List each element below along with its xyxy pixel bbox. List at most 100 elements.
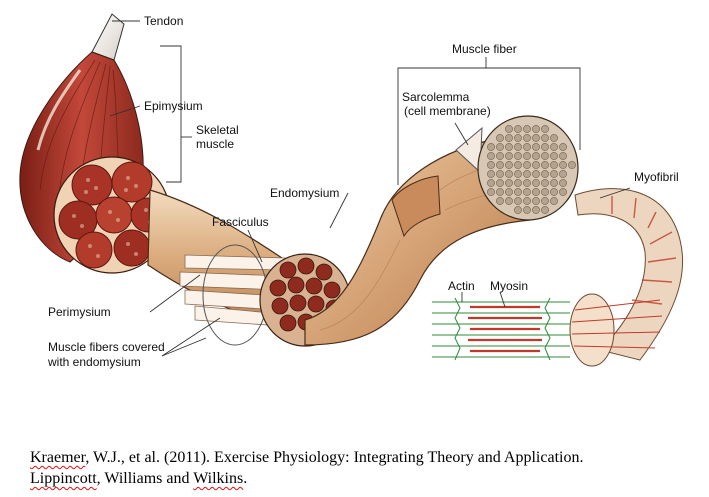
label-myosin: Myosin [490, 279, 528, 293]
myofibril-dot [523, 143, 531, 151]
muscle-fiber [304, 115, 579, 346]
myofibril-dot [550, 143, 558, 151]
myofibril-dot [505, 188, 513, 196]
myofibril-dot [496, 188, 504, 196]
myofibril-bands [611, 196, 677, 305]
leader-lines [109, 20, 631, 357]
myofibril-dot [523, 170, 531, 178]
myofibril-dot [541, 170, 549, 178]
myofibril-dot [550, 188, 558, 196]
myofibril-end [569, 293, 615, 367]
myofibril-dot [523, 125, 531, 133]
myofibril-dot [523, 179, 531, 187]
myofibril-dot [532, 161, 540, 169]
myofibril-dot [541, 125, 549, 133]
fiber-dots [72, 176, 152, 258]
myofibril-dot [532, 188, 540, 196]
citation: Kraemer, W.J., et al. (2011). Exercise P… [30, 447, 690, 489]
skeletal-muscle [19, 13, 171, 274]
label-fasciculus: Fasciculus [212, 215, 269, 229]
myofibril-dot [523, 206, 531, 214]
myosin-filaments [468, 305, 542, 353]
label-skeletal-line2: muscle [196, 137, 234, 151]
myofibril-dot [514, 125, 522, 133]
epimysium-sheath [36, 69, 82, 151]
myofibril-dot [541, 161, 549, 169]
label-perimysium: Perimysium [48, 305, 111, 319]
myofibril-dot [523, 152, 531, 160]
myofibril-dot [496, 179, 504, 187]
myofibril-dot [514, 143, 522, 151]
label-endomysium: Endomysium [270, 186, 339, 200]
z-lines [454, 297, 551, 361]
label-mf-covered-line1: Muscle fibers covered [48, 340, 165, 354]
myofibril-dot [559, 188, 567, 196]
myofibril [569, 188, 684, 367]
myofibril-dot [541, 179, 549, 187]
myofibril-dot [541, 188, 549, 196]
myofibril-dot [487, 152, 495, 160]
muscle-fiber-rods [179, 254, 286, 327]
citation-text-end: . [243, 470, 248, 487]
label-sarcolemma-line1: Sarcolemma [402, 90, 470, 104]
label-myofibril: Myofibril [634, 170, 679, 184]
myofibril-dots [487, 125, 576, 214]
myofibril-dot [487, 179, 495, 187]
endomysium-collar [391, 175, 441, 238]
myofibril-dot [514, 206, 522, 214]
myofibril-dot [514, 170, 522, 178]
label-muscle-fiber: Muscle fiber [452, 42, 517, 56]
myofibril-dot [505, 170, 513, 178]
myofibril-dot [523, 134, 531, 142]
myofibril-dot [559, 143, 567, 151]
myofibril-dot [541, 197, 549, 205]
citation-text-middle: , Williams and [96, 470, 194, 487]
label-epimysium: Epimysium [144, 99, 203, 113]
myofibril-dot [523, 161, 531, 169]
myofibril-dot [559, 179, 567, 187]
myofibril-dot [541, 143, 549, 151]
sarcomere-lattice [432, 297, 570, 361]
myofibril-dot [496, 170, 504, 178]
fascicle-bundles [58, 161, 166, 269]
label-skeletal-line1: Skeletal [196, 123, 239, 137]
myofibril-dot [532, 206, 540, 214]
myofibril-dot [532, 170, 540, 178]
citation-text-line1: , W.J., et al. (2011). Exercise Physiolo… [85, 449, 584, 466]
label-sarcolemma-line2: (cell membrane) [404, 104, 491, 118]
myofibril-dot [505, 152, 513, 160]
myofibril-strand [574, 188, 684, 361]
citation-publisher-2: Wilkins [193, 470, 244, 487]
myofibril-dot [505, 143, 513, 151]
myofibril-dot [514, 188, 522, 196]
myofibril-dot [541, 152, 549, 160]
citation-author: Kraemer [30, 449, 86, 466]
myofibril-dot [550, 134, 558, 142]
myofibril-dot [496, 143, 504, 151]
myofibril-dot [541, 134, 549, 142]
myofibril-dot [505, 179, 513, 187]
label-mf-covered-line2: with endomysium [47, 355, 141, 369]
label-actin: Actin [448, 279, 475, 293]
myofibril-dot [514, 134, 522, 142]
myofibril-dot [559, 152, 567, 160]
myofibril-end-lines [571, 299, 663, 349]
myofibril-dot [496, 134, 504, 142]
myofibril-dot [541, 206, 549, 214]
citation-publisher-1: Lippincott [30, 470, 97, 487]
myofibril-dot [487, 143, 495, 151]
myofibril-dot [532, 143, 540, 151]
myofibril-dot [559, 161, 567, 169]
label-tendon: Tendon [144, 14, 183, 28]
myofibril-dot [496, 161, 504, 169]
diagram-labels: Tendon Epimysium Skeletal muscle Perimys… [47, 14, 679, 369]
myofibril-dot [532, 134, 540, 142]
myofibril-dot [505, 161, 513, 169]
myofibril-dot [514, 161, 522, 169]
myofibril-dot [532, 197, 540, 205]
myofibril-dot [550, 197, 558, 205]
myofibril-dot [523, 197, 531, 205]
myofibril-dot [496, 152, 504, 160]
myofibril-dot [532, 125, 540, 133]
